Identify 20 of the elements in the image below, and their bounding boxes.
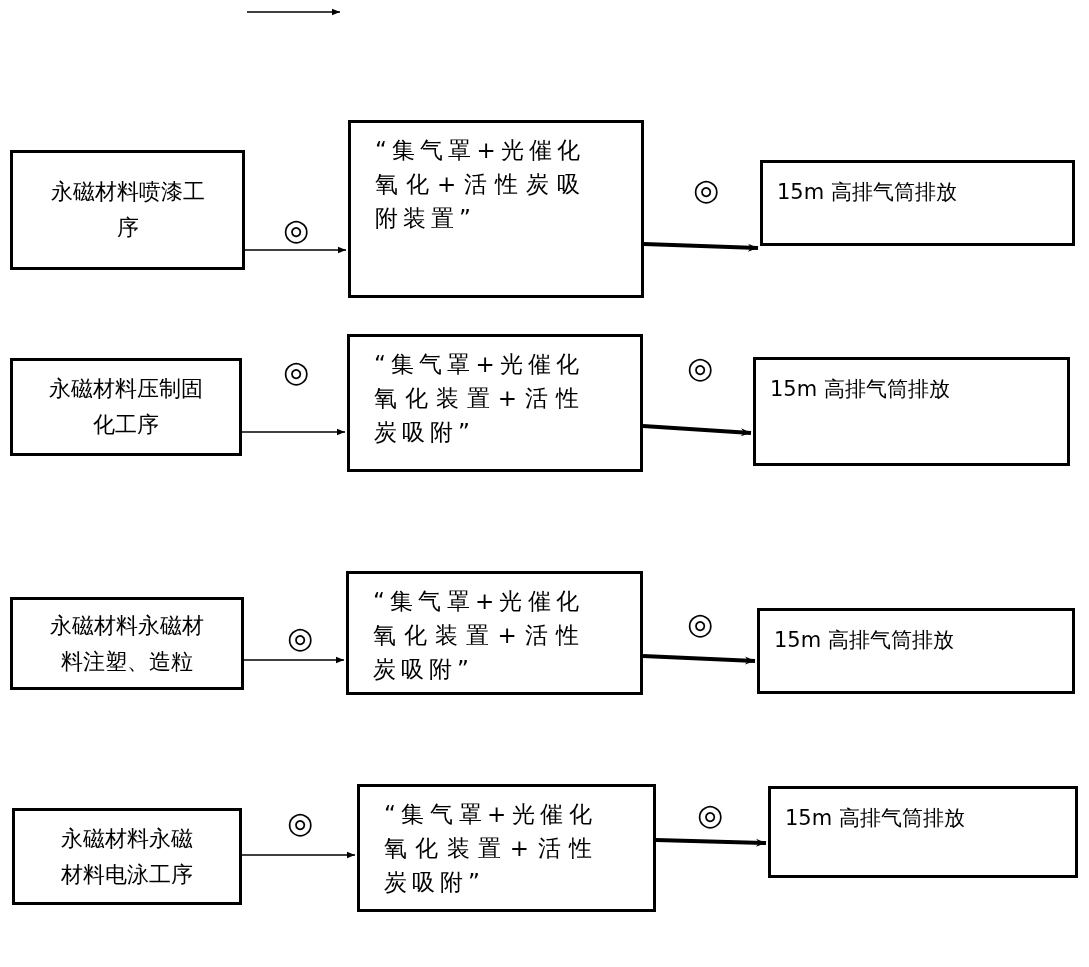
- process-box: 15m 高排气筒排放: [768, 786, 1078, 878]
- arrow: [643, 242, 759, 252]
- process-box: 15m 高排气筒排放: [760, 160, 1075, 246]
- arrow: [241, 428, 346, 436]
- arrow: [241, 851, 356, 859]
- process-box: 15m 高排气筒排放: [753, 357, 1070, 466]
- arrow: [655, 838, 767, 847]
- arrow: [642, 424, 752, 437]
- process-box: “集气罩+光催化氧化装置+活性炭吸附”: [357, 784, 656, 912]
- process-box: 永磁材料永磁材料注塑、造粒: [10, 597, 244, 690]
- process-box: “集气罩+光催化氧化装置+活性炭吸附”: [346, 571, 643, 695]
- arrow: [244, 246, 347, 254]
- arrow: [243, 656, 345, 664]
- process-box: 永磁材料永磁材料电泳工序: [12, 808, 242, 905]
- process-box: 永磁材料压制固化工序: [10, 358, 242, 456]
- process-box: 永磁材料喷漆工序: [10, 150, 245, 270]
- arrow: [642, 654, 756, 665]
- process-box: 15m 高排气筒排放: [757, 608, 1075, 694]
- process-box: “集气罩+光催化氧化+活性炭吸附装置”: [348, 120, 644, 298]
- process-box: “集气罩+光催化氧化装置+活性炭吸附”: [347, 334, 643, 472]
